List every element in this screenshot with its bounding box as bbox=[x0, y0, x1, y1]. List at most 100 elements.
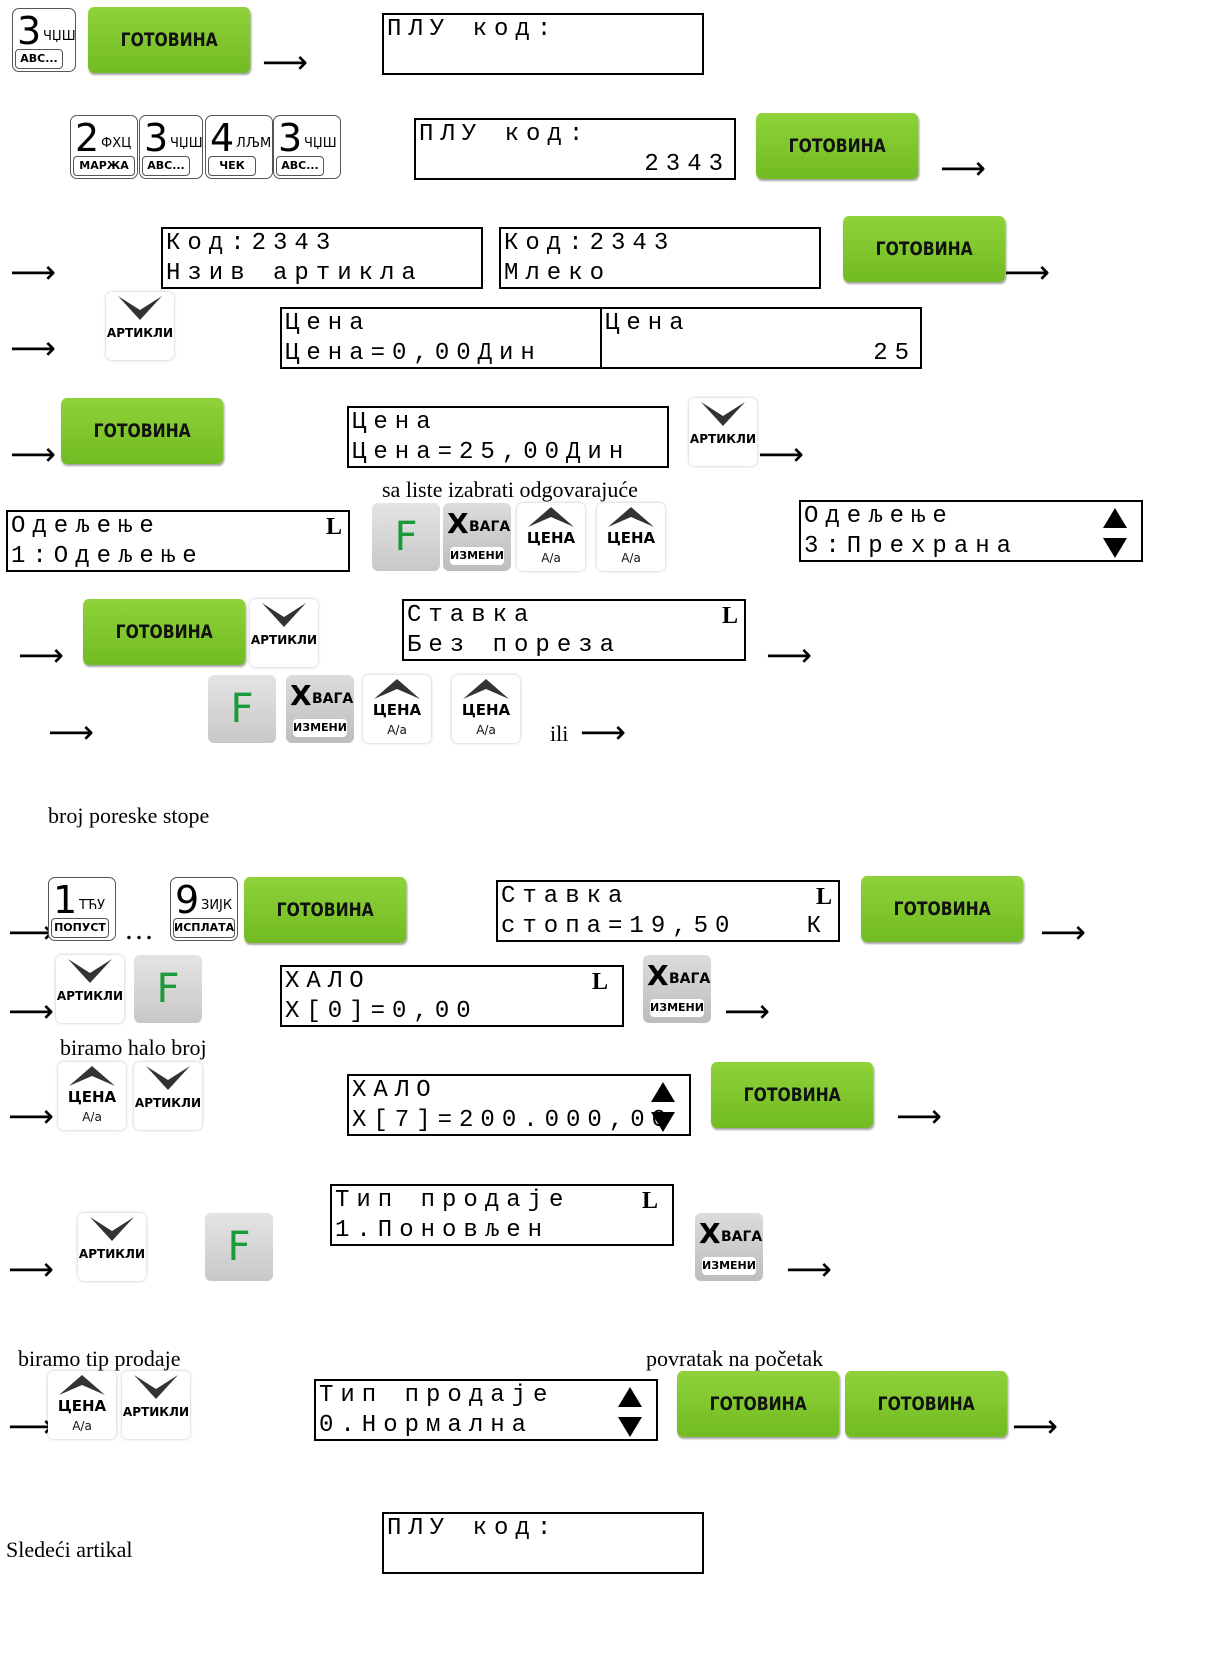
display-line-2: Нзив артикла bbox=[166, 260, 423, 287]
key-digit: 1 bbox=[53, 878, 78, 922]
key-vaga: ВАГА bbox=[669, 971, 711, 987]
display-line-1: Ставка bbox=[501, 883, 630, 910]
key-3-button[interactable]: 3 ЧЏШ ABC... bbox=[273, 115, 341, 179]
x-vaga-button[interactable]: X ВАГА ИЗМЕНИ bbox=[643, 955, 711, 1023]
chevron-down-icon bbox=[262, 603, 306, 627]
arrow: ⟶ bbox=[758, 435, 804, 473]
key-label: АРТИКЛИ bbox=[250, 633, 318, 647]
display-line-2: X[0]=0,00 bbox=[285, 998, 478, 1025]
key-9-button[interactable]: 9 ЗИЈК ИСПЛАТА bbox=[170, 877, 238, 941]
display-plu-2343: ПЛУ код: 2343 bbox=[414, 118, 736, 180]
display-line-1: Код:2343 bbox=[504, 230, 676, 257]
display-line-1: Цена bbox=[285, 310, 371, 337]
gotovina-button[interactable]: ГОТОВИНА bbox=[756, 113, 919, 179]
display-line-1: Ставка bbox=[407, 602, 536, 629]
arrow: ⟶ bbox=[580, 713, 626, 751]
arrow: ⟶ bbox=[940, 149, 986, 187]
instruction-text: sa liste izabrati odgovarajuće bbox=[382, 477, 638, 502]
display-cena-25-din: Цена Цена=25,00Дин bbox=[347, 406, 669, 468]
key-letters: ТЋУ bbox=[79, 898, 106, 913]
gotovina-button[interactable]: ГОТОВИНА bbox=[711, 1062, 874, 1128]
key-label: АРТИКЛИ bbox=[134, 1096, 202, 1110]
x-vaga-button[interactable]: X ВАГА ИЗМЕНИ bbox=[443, 503, 511, 571]
display-line-1: Тип продаје bbox=[319, 1382, 555, 1409]
arrow: ⟶ bbox=[1012, 1407, 1058, 1445]
key-sublabel: ABC... bbox=[142, 156, 190, 176]
display-line-2: 25 bbox=[873, 340, 916, 367]
display-line-2: 3:Прехрана bbox=[804, 533, 1019, 560]
display-line-2: Цена=25,00Дин bbox=[352, 439, 631, 466]
display-line-2: 1:Одељење bbox=[11, 543, 204, 570]
key-2-button[interactable]: 2 ФХЦ МАРЖА bbox=[70, 115, 138, 179]
gotovina-button[interactable]: ГОТОВИНА bbox=[843, 216, 1006, 282]
cena-button[interactable]: ЦЕНА A/a bbox=[517, 503, 585, 571]
l-marker: L bbox=[721, 603, 738, 629]
key-sublabel: A/a bbox=[72, 1419, 92, 1433]
arrow: ⟶ bbox=[786, 1250, 832, 1288]
key-4-button[interactable]: 4 ЛЉМ ЧЕК bbox=[205, 115, 273, 179]
key-x: X bbox=[290, 679, 312, 712]
down-arrow-icon bbox=[618, 1417, 642, 1437]
gotovina-button[interactable]: ГОТОВИНА bbox=[83, 599, 246, 665]
artikli-button[interactable]: АРТИКЛИ bbox=[689, 398, 757, 466]
display-line-2: 1.Поновљен bbox=[335, 1217, 550, 1244]
display-line-2: стопа=19,50 bbox=[501, 913, 737, 940]
key-3-button[interactable]: 3 ЧЏШ ABC... bbox=[139, 115, 203, 179]
gotovina-button[interactable]: ГОТОВИНА bbox=[88, 7, 251, 73]
gotovina-button[interactable]: ГОТОВИНА bbox=[244, 877, 407, 943]
down-arrow-icon bbox=[1103, 538, 1127, 558]
key-digit: 4 bbox=[210, 116, 235, 160]
f-button[interactable]: F bbox=[134, 955, 202, 1023]
cena-button[interactable]: ЦЕНА A/a bbox=[363, 675, 431, 743]
artikli-button[interactable]: АРТИКЛИ bbox=[78, 1213, 146, 1281]
display-line-1: ПЛУ код: bbox=[387, 16, 559, 43]
f-button[interactable]: F bbox=[372, 503, 440, 571]
x-vaga-button[interactable]: X ВАГА ИЗМЕНИ bbox=[695, 1213, 763, 1281]
cena-button[interactable]: ЦЕНА A/a bbox=[58, 1062, 126, 1130]
display-line-1: ПЛУ код: bbox=[419, 121, 591, 148]
artikli-button[interactable]: АРТИКЛИ bbox=[106, 292, 174, 360]
key-x: X bbox=[647, 959, 669, 992]
artikli-button[interactable]: АРТИКЛИ bbox=[134, 1062, 202, 1130]
cena-button[interactable]: ЦЕНА A/a bbox=[452, 675, 520, 743]
f-button[interactable]: F bbox=[205, 1213, 273, 1281]
key-sublabel: A/a bbox=[476, 723, 496, 737]
display-kod-naziv: Код:2343 Нзив артикла bbox=[161, 227, 483, 289]
gotovina-button[interactable]: ГОТОВИНА bbox=[861, 876, 1024, 942]
arrow: ⟶ bbox=[8, 1097, 54, 1135]
artikli-button[interactable]: АРТИКЛИ bbox=[250, 599, 318, 667]
key-label: ЦЕНА bbox=[57, 1397, 107, 1415]
gotovina-button[interactable]: ГОТОВИНА bbox=[845, 1371, 1008, 1437]
x-vaga-button[interactable]: X ВАГА ИЗМЕНИ bbox=[286, 675, 354, 743]
key-sublabel: ИСПЛАТА bbox=[173, 918, 235, 938]
chevron-up-icon bbox=[69, 1066, 115, 1086]
key-3-button[interactable]: 3 ЧЏШ ABC... bbox=[12, 8, 76, 72]
up-arrow-icon bbox=[618, 1387, 642, 1407]
display-line-2: Без пореза bbox=[407, 632, 622, 659]
key-izmeni: ИЗМЕНИ bbox=[450, 547, 504, 565]
arrow: ⟶ bbox=[48, 713, 94, 751]
key-digit: 2 bbox=[75, 116, 100, 160]
display-line-2 bbox=[387, 1544, 702, 1574]
arrow: ⟶ bbox=[8, 992, 54, 1030]
gotovina-button[interactable]: ГОТОВИНА bbox=[677, 1371, 840, 1437]
arrow: ⟶ bbox=[766, 636, 812, 674]
key-1-button[interactable]: 1 ТЋУ ПОПУСТ bbox=[48, 877, 116, 941]
key-sublabel: ЧЕК bbox=[208, 156, 256, 176]
display-line-1: ХАЛО bbox=[285, 968, 371, 995]
display-cena-25: Цена 25 bbox=[600, 307, 922, 369]
key-vaga: ВАГА bbox=[312, 691, 354, 707]
key-letters: ЧЏШ bbox=[43, 29, 76, 44]
key-label: АРТИКЛИ bbox=[106, 326, 174, 340]
cena-button[interactable]: ЦЕНА A/a bbox=[597, 503, 665, 571]
key-x: X bbox=[699, 1217, 721, 1250]
cena-button[interactable]: ЦЕНА A/a bbox=[48, 1371, 116, 1439]
arrow: ⟶ bbox=[10, 253, 56, 291]
gotovina-button[interactable]: ГОТОВИНА bbox=[61, 398, 224, 464]
artikli-button[interactable]: АРТИКЛИ bbox=[122, 1371, 190, 1439]
f-button[interactable]: F bbox=[208, 675, 276, 743]
artikli-button[interactable]: АРТИКЛИ bbox=[56, 955, 124, 1023]
key-digit: 3 bbox=[144, 116, 169, 160]
